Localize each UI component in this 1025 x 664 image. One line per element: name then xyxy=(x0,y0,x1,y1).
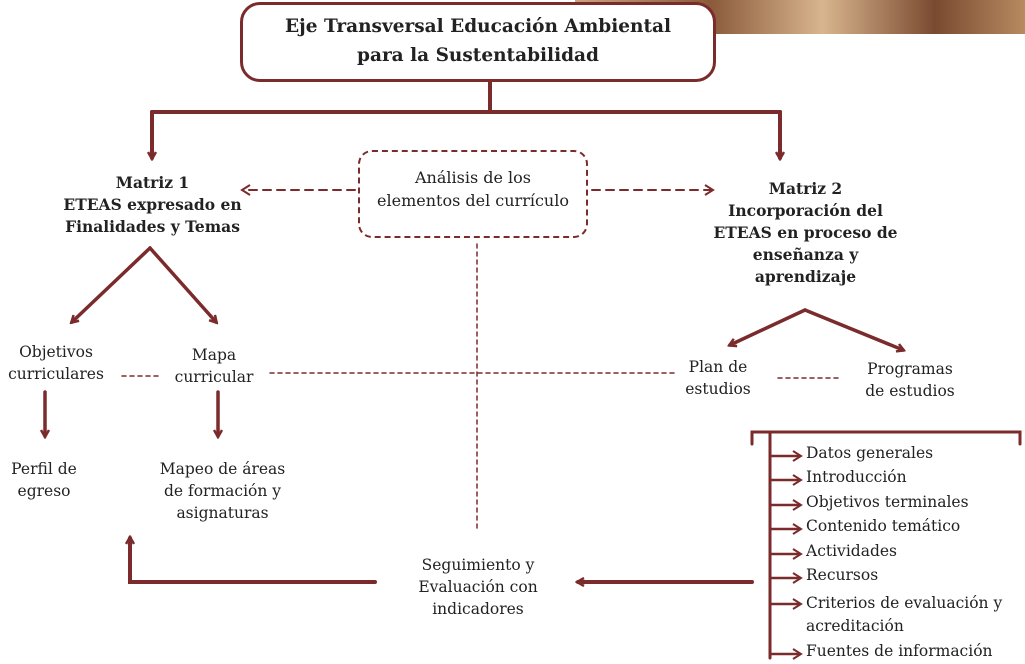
analysis-label: Análisis de los elementos del currículo xyxy=(377,168,569,210)
matriz1-label: Matriz 1 ETEAS expresado en Finalidades … xyxy=(63,173,242,236)
arrow-to-mapa xyxy=(148,246,216,322)
mapeo-label: Mapeo de áreas de formación y asignatura… xyxy=(159,460,286,522)
list-item-criterios: Criterios de evaluación y acreditación xyxy=(806,594,1003,636)
list-item-objetivos-terminales: Objetivos terminales xyxy=(806,493,969,511)
analysis-box xyxy=(358,150,588,238)
seguimiento-label: Seguimiento y Evaluación con indicadores xyxy=(418,556,538,618)
list-arrows xyxy=(770,450,803,660)
matriz2-label: Matriz 2 Incorporación del ETEAS en proc… xyxy=(713,179,898,286)
arrow-seguimiento-to-mapeo xyxy=(130,538,377,584)
title-box xyxy=(240,2,716,82)
perfil-label: Perfil de egreso xyxy=(11,460,77,500)
list-item-recursos: Recursos xyxy=(806,566,879,584)
programas-bracket xyxy=(750,430,1022,446)
list-item-introduccion: Introducción xyxy=(806,468,907,486)
plan-label: Plan de estudios xyxy=(685,358,751,398)
arrow-to-plan xyxy=(730,308,807,345)
arrow-to-programas xyxy=(803,308,903,350)
title-line1: Eje Transversal Educación Ambiental xyxy=(284,16,672,37)
list-item-fuentes: Fuentes de información xyxy=(806,642,993,660)
arrow-to-objetivos xyxy=(72,246,152,322)
objetivos-label: Objetivos curriculares xyxy=(8,343,104,383)
list-item-actividades: Actividades xyxy=(806,542,897,560)
title-line2: para la Sustentabilidad xyxy=(357,45,599,66)
programas-label: Programas de estudios xyxy=(865,360,955,400)
list-item-contenido-tematico: Contenido temático xyxy=(806,517,961,535)
mapa-label: Mapa curricular xyxy=(174,346,254,386)
list-item-datos-generales: Datos generales xyxy=(806,444,934,462)
